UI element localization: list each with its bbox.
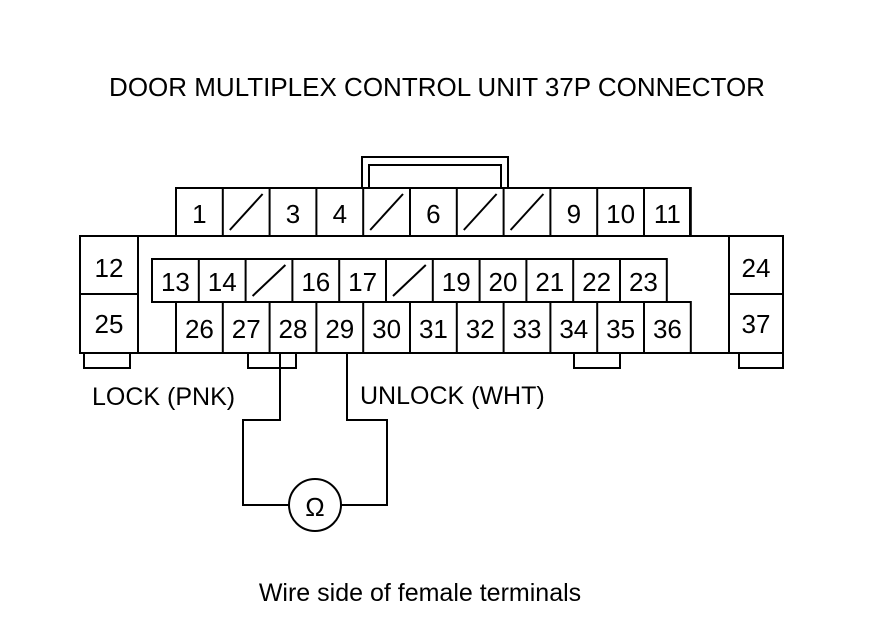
pin-10: 10: [606, 199, 635, 229]
pin-1: 1: [192, 199, 206, 229]
pin-25: 25: [95, 309, 124, 339]
diagram-title: DOOR MULTIPLEX CONTROL UNIT 37P CONNECTO…: [109, 72, 765, 102]
pin-3: 3: [286, 199, 300, 229]
pin-4: 4: [333, 199, 347, 229]
middle-pin-row: 13 14 16 17 19 20 21 22 23: [151, 258, 668, 303]
probe-wires: [242, 353, 388, 506]
blank-cavity-slash: [369, 193, 404, 231]
pin-19: 19: [442, 267, 471, 297]
ohmmeter-circle: [288, 478, 342, 532]
lock-wire-label: LOCK (PNK): [92, 383, 235, 411]
ohmmeter: Ω: [288, 478, 342, 532]
diagram-footer: Wire side of female terminals: [259, 579, 581, 607]
pin-14: 14: [208, 267, 237, 297]
blank-cavity-slash: [509, 193, 545, 231]
pin-21: 21: [535, 267, 564, 297]
pin-20: 20: [489, 267, 518, 297]
pin-35: 35: [606, 314, 635, 344]
pin-30: 30: [372, 314, 401, 344]
pin-29: 29: [325, 314, 354, 344]
pin-27: 27: [232, 314, 261, 344]
pin-37: 37: [742, 309, 771, 339]
pin-13: 13: [161, 267, 190, 297]
ohm-symbol: Ω: [305, 492, 324, 522]
pin-17: 17: [348, 267, 377, 297]
side-pins: 12 25 24 37: [95, 253, 771, 339]
pin-6: 6: [426, 199, 440, 229]
pin-12: 12: [95, 253, 124, 283]
pin-11: 11: [654, 199, 681, 229]
unlock-wire-label: UNLOCK (WHT): [360, 382, 545, 410]
top-pin-row: 1 3 4 6 9 10 11: [175, 187, 692, 237]
pin-24: 24: [742, 253, 771, 283]
pin-33: 33: [513, 314, 542, 344]
pin-32: 32: [466, 314, 495, 344]
pin-31: 31: [419, 314, 448, 344]
pin-36: 36: [653, 314, 682, 344]
blank-cavity-slash: [251, 264, 287, 297]
pin-16: 16: [301, 267, 330, 297]
pin-22: 22: [582, 267, 611, 297]
blank-cavity-slash: [392, 264, 427, 297]
pin-9: 9: [567, 199, 581, 229]
pin-23: 23: [629, 267, 658, 297]
blank-cavity-slash: [229, 193, 264, 231]
bottom-pin-row: 26 27 28 29 30 31 32 33 34 35 36: [175, 301, 692, 354]
pin-26: 26: [185, 314, 214, 344]
blank-cavity-slash: [463, 193, 498, 231]
pin-34: 34: [559, 314, 588, 344]
pin-28: 28: [279, 314, 308, 344]
